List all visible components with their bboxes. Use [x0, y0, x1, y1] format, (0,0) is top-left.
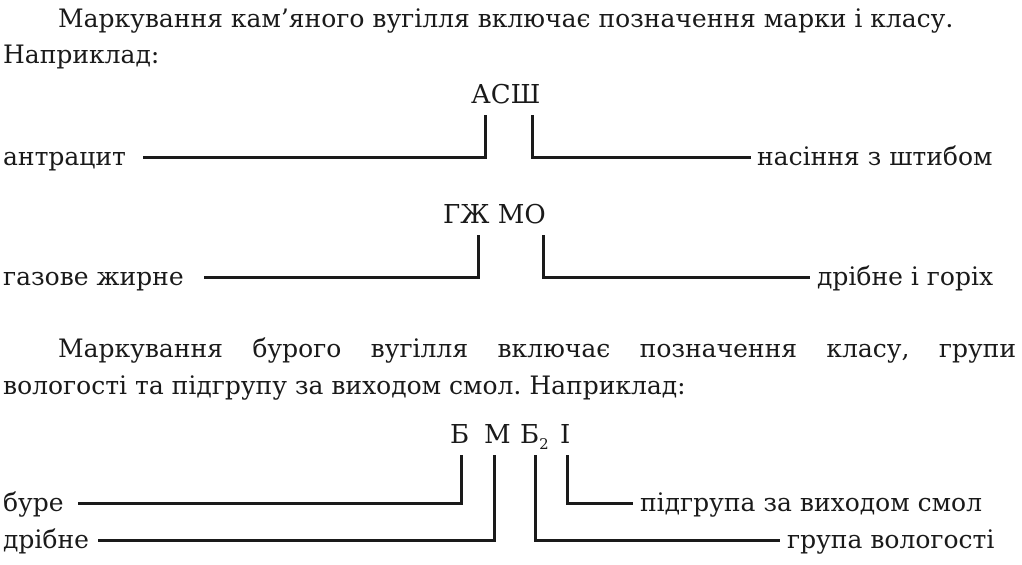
- code-asш: АСШ: [471, 80, 541, 110]
- code-i: І: [560, 420, 571, 450]
- code-b2-subscript: 2: [539, 435, 549, 453]
- connector-b-vertical: [460, 455, 463, 505]
- label-seed-with-dust: насіння з штибом: [757, 142, 993, 171]
- label-gas-fat: газове жирне: [3, 262, 184, 291]
- code-b2: Б2: [520, 420, 549, 453]
- code-gzh-mo: ГЖ МО: [443, 200, 546, 230]
- connector-m-vertical: [493, 455, 496, 542]
- label-fine: дрібне: [3, 525, 89, 554]
- connector-b2-vertical: [534, 455, 537, 542]
- label-anthracite: антрацит: [3, 142, 126, 171]
- label-fine-and-nut: дрібне і горіх: [817, 262, 994, 291]
- connector-i-horizontal: [566, 502, 633, 505]
- hard-coal-intro-line1: Маркування кам’яного вугілля включає поз…: [58, 4, 954, 33]
- connector-mo-vertical: [542, 235, 545, 279]
- connector-mo-horizontal: [542, 276, 810, 279]
- label-brown: буре: [3, 488, 64, 517]
- connector-gzh-vertical: [477, 235, 480, 279]
- connector-b2-horizontal: [534, 539, 780, 542]
- code-b2-letter: Б: [520, 420, 540, 450]
- connector-sh-horizontal: [531, 156, 751, 159]
- connector-b-horizontal: [78, 502, 463, 505]
- code-m: М: [484, 420, 511, 450]
- connector-sh-vertical: [531, 115, 534, 159]
- connector-a-vertical: [484, 115, 487, 159]
- code-b: Б: [450, 420, 470, 450]
- brown-coal-intro-line1: Маркування бурого вугілля включає познач…: [58, 334, 1016, 363]
- connector-i-vertical: [566, 455, 569, 505]
- hard-coal-intro-line2: Наприклад:: [3, 40, 160, 69]
- connector-a-horizontal: [143, 156, 487, 159]
- connector-gzh-horizontal: [204, 276, 480, 279]
- connector-m-horizontal: [98, 539, 496, 542]
- brown-coal-intro-line2: вологості та підгрупу за виходом смол. Н…: [3, 371, 686, 400]
- label-moisture-group: група вологості: [787, 525, 995, 554]
- label-resin-subgroup: підгрупа за виходом смол: [640, 488, 982, 517]
